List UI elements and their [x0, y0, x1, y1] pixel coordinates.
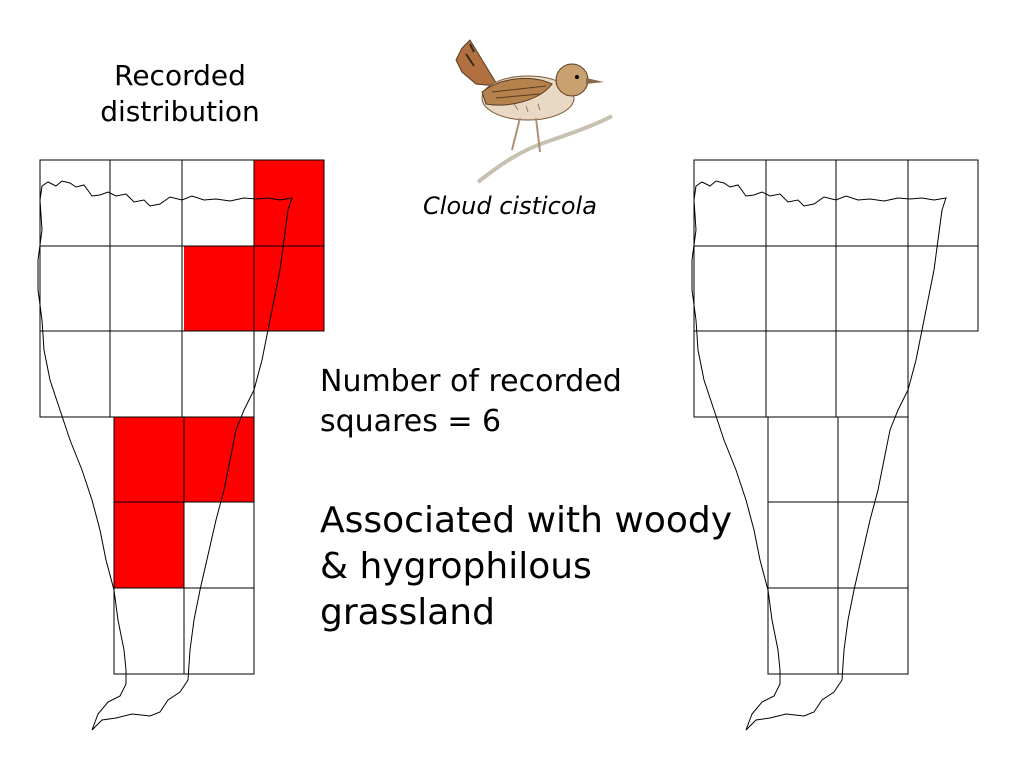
- left-grid-lines: [39, 159, 325, 675]
- habitat-line-3: grassland: [320, 592, 495, 633]
- recorded-square: [254, 160, 324, 246]
- recorded-square: [184, 417, 254, 502]
- recorded-squares-count: Number of recorded squares = 6: [320, 362, 740, 442]
- recorded-squares: [114, 160, 324, 588]
- recorded-square: [184, 246, 254, 331]
- recorded-square: [114, 502, 184, 588]
- habitat-line-2: & hygrophilous: [320, 546, 592, 587]
- title-line-1: Recorded: [114, 59, 246, 92]
- habitat-note: Associated with woody & hygrophilous gra…: [320, 498, 760, 636]
- bird-illustration: [455, 39, 613, 184]
- stats-line-1: Number of recorded: [320, 364, 622, 399]
- recorded-square: [254, 246, 324, 331]
- right-map-outline: [691, 180, 947, 731]
- left-map-outline: [37, 180, 293, 731]
- title-line-2: distribution: [100, 95, 260, 128]
- left-grid-map: [37, 159, 325, 731]
- recorded-distribution-title: Recorded distribution: [60, 58, 300, 130]
- species-name: Cloud cisticola: [423, 192, 597, 220]
- stats-line-2: squares = 6: [320, 404, 502, 439]
- right-grid-map: [691, 159, 979, 731]
- recorded-square: [114, 417, 184, 502]
- habitat-line-1: Associated with woody: [320, 500, 733, 541]
